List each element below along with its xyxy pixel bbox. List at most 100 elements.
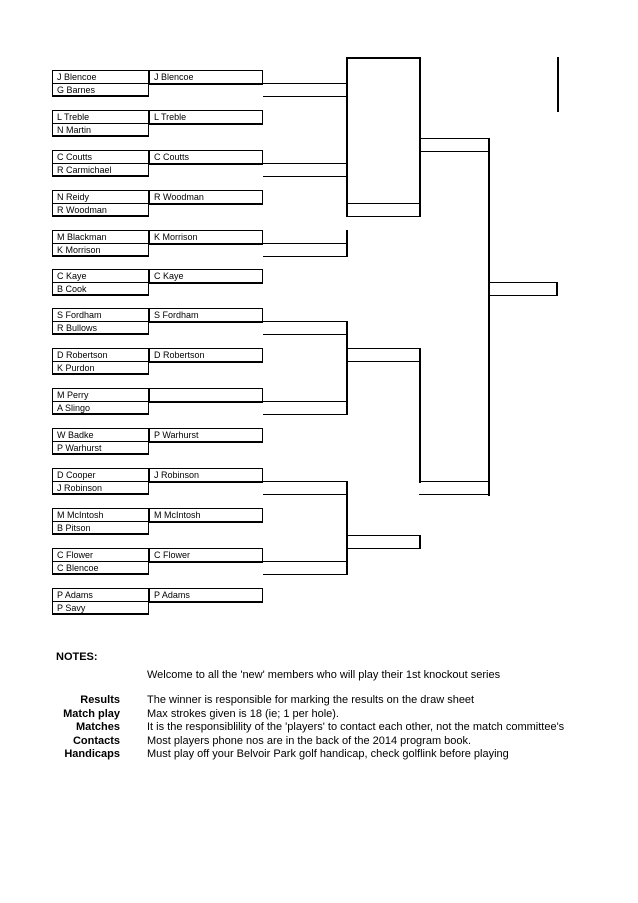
- note-label-results: Results: [80, 694, 120, 706]
- bracket-line: [346, 348, 420, 349]
- bracket-line: [557, 57, 559, 112]
- player-name: B Pitson: [57, 523, 91, 533]
- bracket-line: [346, 361, 420, 362]
- match-pair-1: J Blencoe G Barnes: [52, 70, 149, 97]
- round2-winner-box-13: C Flower: [149, 548, 263, 563]
- round2-winner-box-5: K Morrison: [149, 230, 263, 245]
- match-pair-12: M McIntosh B Pitson: [52, 508, 149, 535]
- bracket-line: [263, 494, 347, 495]
- bracket-line: [263, 574, 347, 575]
- match-pair-2: L Treble N Martin: [52, 110, 149, 137]
- notes-heading: NOTES:: [56, 651, 98, 663]
- bracket-line: [488, 138, 490, 496]
- round2-winner-box-10: P Warhurst: [149, 428, 263, 443]
- bracket-line: [488, 295, 557, 296]
- note-text-matches: It is the responsiblility of the 'player…: [147, 721, 565, 733]
- bracket-line: [346, 535, 420, 536]
- note-label-contacts: Contacts: [72, 735, 120, 747]
- match-pair-14: P Adams P Savy: [52, 588, 149, 615]
- player-name: R Carmichael: [57, 165, 112, 175]
- bracket-line: [346, 321, 348, 415]
- round2-winner-box-8: D Robertson: [149, 348, 263, 363]
- match-pair-9: M Perry A Slingo: [52, 388, 149, 415]
- player-name: R Bullows: [57, 323, 98, 333]
- bracket-line: [346, 57, 348, 217]
- bracket-line: [488, 282, 557, 283]
- note-text-results: The winner is responsible for marking th…: [147, 694, 475, 706]
- bracket-line: [346, 548, 420, 549]
- note-text-contacts: Most players phone nos are in the back o…: [147, 735, 472, 747]
- bracket-line: [346, 481, 348, 575]
- player-name: N Reidy: [53, 191, 148, 204]
- bracket-line: [346, 216, 420, 217]
- bracket-line: [263, 481, 347, 482]
- bracket-line: [419, 348, 421, 483]
- bracket-line: [556, 282, 558, 296]
- player-name: D Robertson: [53, 349, 148, 362]
- player-name: A Slingo: [57, 403, 91, 413]
- round2-winner-box-6: C Kaye: [149, 269, 263, 284]
- bracket-line: [263, 83, 347, 84]
- bracket-line: [419, 494, 489, 495]
- bracket-line: [263, 256, 347, 257]
- round2-winner-box-4: R Woodman: [149, 190, 263, 205]
- match-pair-8: D Robertson K Purdon: [52, 348, 149, 375]
- player-name: C Flower: [53, 549, 148, 562]
- player-name: N Martin: [57, 125, 92, 135]
- player-name: M McIntosh: [53, 509, 148, 522]
- bracket-line: [263, 163, 347, 164]
- player-name: G Barnes: [57, 85, 96, 95]
- bracket-line: [263, 401, 347, 402]
- player-name: P Adams: [53, 589, 148, 602]
- round2-winner-box-12: M McIntosh: [149, 508, 263, 523]
- note-text-handicaps: Must play off your Belvoir Park golf han…: [147, 748, 509, 760]
- player-name: D Cooper: [53, 469, 148, 482]
- round2-winner-box-1: J Blencoe: [149, 70, 263, 85]
- match-pair-6: C Kaye B Cook: [52, 269, 149, 296]
- player-name: S Fordham: [53, 309, 148, 322]
- match-pair-13: C Flower C Blencoe: [52, 548, 149, 575]
- bracket-line: [346, 203, 420, 204]
- bracket-line: [263, 176, 347, 177]
- bracket-line: [263, 96, 347, 97]
- player-name: B Cook: [57, 284, 87, 294]
- note-label-match-play: Match play: [63, 708, 120, 720]
- bracket-line: [346, 230, 348, 257]
- bracket-line: [419, 151, 489, 152]
- player-name: K Morrison: [57, 245, 101, 255]
- note-label-handicaps: Handicaps: [64, 748, 120, 760]
- player-name: J Blencoe: [53, 71, 148, 84]
- bracket-line: [419, 481, 489, 482]
- match-pair-11: D Cooper J Robinson: [52, 468, 149, 495]
- player-name: C Coutts: [53, 151, 148, 164]
- bracket-line: [263, 414, 347, 415]
- match-pair-7: S Fordham R Bullows: [52, 308, 149, 335]
- round2-winner-box-14: P Adams: [149, 588, 263, 603]
- round2-winner-box-2: L Treble: [149, 110, 263, 125]
- match-pair-4: N Reidy R Woodman: [52, 190, 149, 217]
- player-name: M Perry: [53, 389, 148, 402]
- bracket-line: [263, 561, 347, 562]
- round2-winner-box-3: C Coutts: [149, 150, 263, 165]
- match-pair-3: C Coutts R Carmichael: [52, 150, 149, 177]
- match-pair-5: M Blackman K Morrison: [52, 230, 149, 257]
- bracket-line: [263, 334, 347, 335]
- round2-winner-box-9: [149, 388, 263, 403]
- bracket-line: [346, 57, 421, 59]
- player-name: W Badke: [53, 429, 148, 442]
- player-name: C Blencoe: [57, 563, 99, 573]
- bracket-line: [419, 138, 489, 139]
- bracket-line: [419, 535, 421, 549]
- bracket-line: [419, 57, 421, 217]
- player-name: P Warhurst: [57, 443, 102, 453]
- match-pair-10: W Badke P Warhurst: [52, 428, 149, 455]
- player-name: R Woodman: [57, 205, 107, 215]
- notes-welcome-text: Welcome to all the 'new' members who wil…: [147, 669, 501, 681]
- bracket-line: [263, 321, 347, 322]
- bracket-line: [263, 243, 347, 244]
- player-name: K Purdon: [57, 363, 95, 373]
- round2-winner-box-7: S Fordham: [149, 308, 263, 323]
- player-name: J Robinson: [57, 483, 103, 493]
- note-text-match-play: Max strokes given is 18 (ie; 1 per hole)…: [147, 708, 339, 720]
